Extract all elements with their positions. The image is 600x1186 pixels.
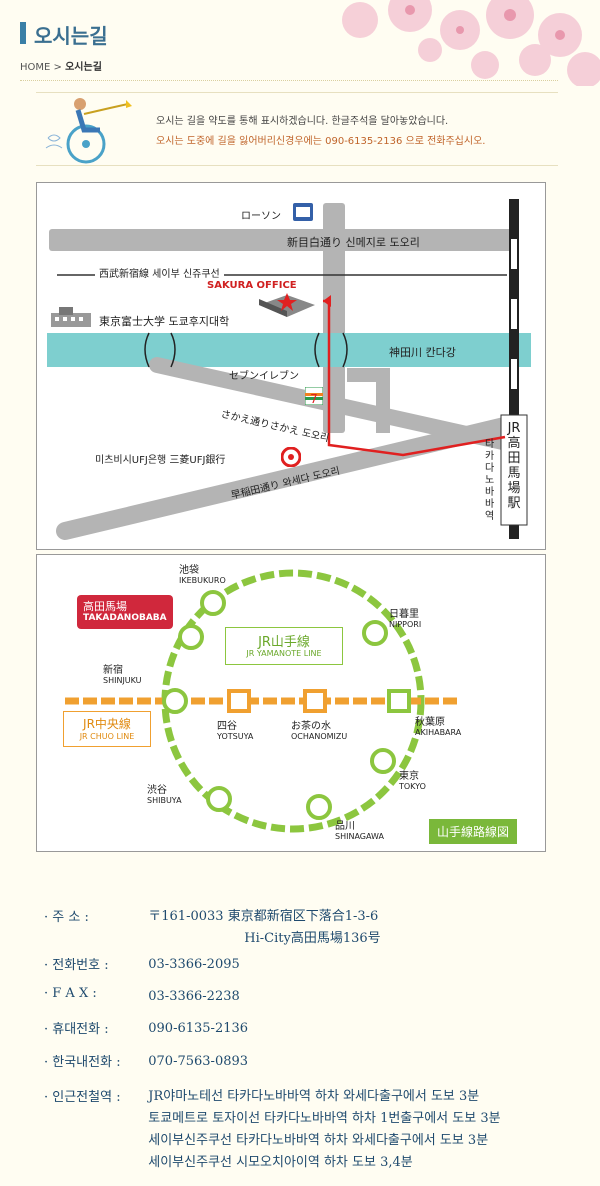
- office-building-icon: [259, 293, 315, 317]
- page-title: 오시는길: [34, 24, 108, 48]
- chuo-line-name: JR中央線: [83, 717, 131, 731]
- intro-line-2: 오시는 도중에 길을 잃어버리신경우에는 090-6135-2136 으로 전화…: [156, 136, 486, 147]
- university-label: 東京富士大学 도쿄후지대학: [99, 315, 230, 328]
- nearby-station-1: JR야마노테선 타카다노바바역 하차 와세다출구에서 도보 3분: [148, 1089, 480, 1104]
- info-phone: · 전화번호 :03-3366-2095: [44, 957, 240, 973]
- chuo-line-badge: JR中央線 JR CHUO LINE: [63, 711, 151, 747]
- info-korea-phone: · 한국내전화 :070-7563-0893: [44, 1054, 249, 1070]
- seven-eleven-label: セブンイレブン: [229, 371, 299, 382]
- divider: [20, 80, 558, 81]
- road-shinmejiro-label: 新目白通り 신메지로 도오리: [287, 236, 420, 249]
- nearby-station-4: 세이부신주쿠선 시모오치아이역 하차 도보 3,4분: [148, 1155, 413, 1170]
- bullet-icon: ·: [44, 1090, 53, 1105]
- bank-icon: [281, 447, 301, 467]
- title-marker: [20, 22, 26, 44]
- takadanobaba-jp: 高田馬場: [83, 600, 127, 613]
- cherry-blossom-decoration: [342, 0, 600, 86]
- lawson-icon: [293, 203, 313, 221]
- intro-text: 오시는 길을 약도를 통해 표시하겠습니다. 한글주석을 달아놓았습니다. 오시…: [156, 112, 485, 152]
- yamanote-line-badge: JR山手線 JR YAMANOTE LINE: [225, 627, 343, 665]
- takadanobaba-badge: 高田馬場 TAKADANOBABA: [77, 595, 173, 629]
- intro-line-1: 오시는 길을 약도를 통해 표시하겠습니다. 한글주석을 달아놓았습니다.: [156, 116, 449, 127]
- area-map-roads: [47, 199, 531, 540]
- area-map: ローソン 新目白通り 신메지로 도오리 西武新宿線 세이부 신쥬쿠선 SAKUR…: [36, 182, 546, 550]
- chevron-right-icon: >: [53, 62, 66, 73]
- nearby-station-3: 세이부신주쿠선 타카다노바바역 하차 와세다출구에서 도보 3분: [148, 1133, 489, 1148]
- station-kr-label: 타카다노바바역: [485, 439, 495, 522]
- wheelchair-illustration-icon: [45, 98, 132, 164]
- river-label: 神田川 칸다강: [389, 346, 456, 359]
- chuo-line-name-en: JR CHUO LINE: [79, 732, 135, 741]
- intro-box: [36, 92, 558, 166]
- bullet-icon: ·: [44, 1022, 53, 1037]
- bullet-icon: ·: [44, 958, 53, 973]
- lawson-label: ローソン: [241, 211, 281, 222]
- info-fax: · F A X :03-3366-2238: [44, 986, 240, 1004]
- bullet-icon: ·: [44, 1055, 53, 1070]
- info-nearby-stations: · 인근전철역 : JR야마노테선 타카다노바바역 하차 와세다출구에서 도보 …: [44, 1089, 501, 1170]
- yamanote-line-map: 高田馬場 TAKADANOBABA JR山手線 JR YAMANOTE LINE…: [36, 554, 546, 852]
- office-label: SAKURA OFFICE: [207, 280, 297, 291]
- yamanote-line-diagram: [65, 569, 457, 833]
- bullet-icon: ·: [44, 986, 53, 1001]
- takadanobaba-en: TAKADANOBABA: [83, 613, 167, 623]
- station-label: JR高田馬場駅: [507, 421, 521, 511]
- breadcrumb-home[interactable]: HOME: [20, 62, 51, 73]
- svg-text:7: 7: [310, 392, 318, 405]
- university-building-icon: [51, 307, 91, 327]
- bank-label: 미츠비시UFJ은행 三菱UFJ銀行: [95, 455, 226, 466]
- breadcrumb: HOME > 오시는길: [20, 58, 102, 73]
- seven-eleven-icon: 7: [305, 387, 323, 405]
- yamanote-line-name-en: JR YAMANOTE LINE: [246, 649, 322, 658]
- map-caption: 山手線路線図: [429, 819, 518, 844]
- breadcrumb-current: 오시는길: [65, 62, 102, 73]
- seibu-line-label: 西武新宿線 세이부 신쥬쿠선: [95, 265, 224, 280]
- nearby-station-2: 토쿄메트로 토자이선 타카다노바바역 하차 1번출구에서 도보 3분: [148, 1111, 501, 1126]
- yamanote-line-name: JR山手線: [258, 635, 310, 650]
- info-mobile: · 휴대전화 :090-6135-2136: [44, 1021, 249, 1037]
- bullet-icon: ·: [44, 910, 53, 925]
